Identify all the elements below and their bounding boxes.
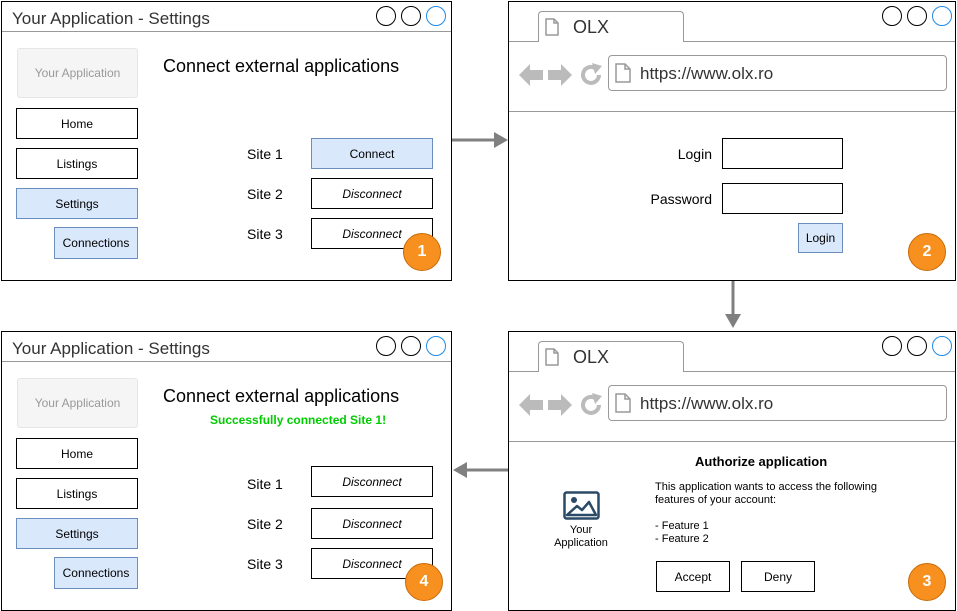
site-2-disconnect-button[interactable]: Disconnect [311,508,433,539]
nav-connections[interactable]: Connections [54,557,138,589]
image-icon [563,491,600,520]
window-title: Your Application - Settings [12,9,210,28]
step-badge-1: 1 [403,233,441,271]
page-heading: Connect external applications [163,56,400,76]
window-close-circle-icon[interactable] [882,6,902,26]
title-bar [2,332,451,362]
nav-settings[interactable]: Settings [16,188,138,219]
screen-1-app-window: Your Application - Settings Your Applica… [1,1,452,281]
browser-tab[interactable] [538,341,684,372]
app-name: Your Application [554,524,608,549]
url-bar[interactable] [608,385,947,421]
window-close-circle-icon[interactable] [376,336,396,356]
feature-2: - Feature 2 [655,533,709,545]
password-label: Password [650,191,712,207]
site-2-label: Site 2 [247,516,283,532]
step-badge-4: 4 [405,563,443,601]
arrow-3-to-4-head [453,462,467,478]
tab-strip-line [509,371,955,372]
site-1-label: Site 1 [247,476,283,492]
nav-connections[interactable]: Connections [54,227,138,259]
nav-home[interactable]: Home [16,108,138,139]
window-maximize-circle-icon[interactable] [426,6,446,26]
document-icon [545,348,559,366]
window-close-circle-icon[interactable] [882,336,902,356]
document-icon [545,18,559,36]
site-1-disconnect-button[interactable]: Disconnect [311,466,433,497]
forward-arrow-icon[interactable] [548,64,572,86]
reload-icon[interactable] [579,63,603,87]
reload-icon[interactable] [579,393,603,417]
success-message: Successfully connected Site 1! [210,413,387,427]
step-badge-3: 3 [908,563,946,601]
nav-home[interactable]: Home [16,438,138,469]
url-text: https://www.olx.ro [640,64,774,83]
page-icon [615,393,631,413]
title-bar [2,2,451,32]
browser-tab[interactable] [538,11,684,42]
app-logo: Your Application [17,48,138,98]
window-maximize-circle-icon[interactable] [932,336,952,356]
feature-1: - Feature 1 [655,520,709,532]
window-minimize-circle-icon[interactable] [401,6,421,26]
password-input[interactable] [722,183,843,214]
window-minimize-circle-icon[interactable] [907,6,927,26]
back-arrow-icon[interactable] [519,394,543,416]
site-3-label: Site 3 [247,226,283,242]
site-3-label: Site 3 [247,556,283,572]
step-badge-2: 2 [908,233,946,271]
window-minimize-circle-icon[interactable] [401,336,421,356]
nav-listings[interactable]: Listings [16,478,138,509]
tab-strip-line [509,41,955,42]
window-maximize-circle-icon[interactable] [932,6,952,26]
app-logo: Your Application [17,378,138,428]
url-bar[interactable] [608,55,947,91]
back-arrow-icon[interactable] [519,64,543,86]
screen-4-app-window: Your Application - Settings Your Applica… [1,331,452,611]
screen-3-browser-window: OLX https://www.olx.ro Authorize applica… [508,331,956,611]
window-close-circle-icon[interactable] [376,6,396,26]
window-title: Your Application - Settings [12,339,210,358]
nav-settings[interactable]: Settings [16,518,138,549]
site-2-label: Site 2 [247,186,283,202]
site-1-connect-button[interactable]: Connect [311,138,433,169]
login-button[interactable]: Login [798,223,843,253]
login-label: Login [677,146,712,162]
site-2-disconnect-button[interactable]: Disconnect [311,178,433,209]
accept-button[interactable]: Accept [656,561,730,592]
arrow-1-to-2-head [494,132,508,148]
page-heading: Connect external applications [163,386,400,406]
screen-2-browser-window: OLX https://www.olx.ro Login Password Lo… [508,1,956,281]
browser-chrome [509,332,955,442]
tab-title: OLX [573,17,610,37]
tab-title: OLX [573,347,610,367]
auth-title: Authorize application [695,454,828,469]
url-text: https://www.olx.ro [640,394,774,413]
forward-arrow-icon[interactable] [548,394,572,416]
auth-description: This application wants to access the fol… [655,481,877,506]
site-1-label: Site 1 [247,146,283,162]
window-minimize-circle-icon[interactable] [907,336,927,356]
arrow-2-to-3-head [725,314,741,328]
page-icon [615,63,631,83]
window-maximize-circle-icon[interactable] [426,336,446,356]
browser-chrome [509,2,955,112]
deny-button[interactable]: Deny [741,561,815,592]
nav-listings[interactable]: Listings [16,148,138,179]
login-input[interactable] [722,138,843,169]
